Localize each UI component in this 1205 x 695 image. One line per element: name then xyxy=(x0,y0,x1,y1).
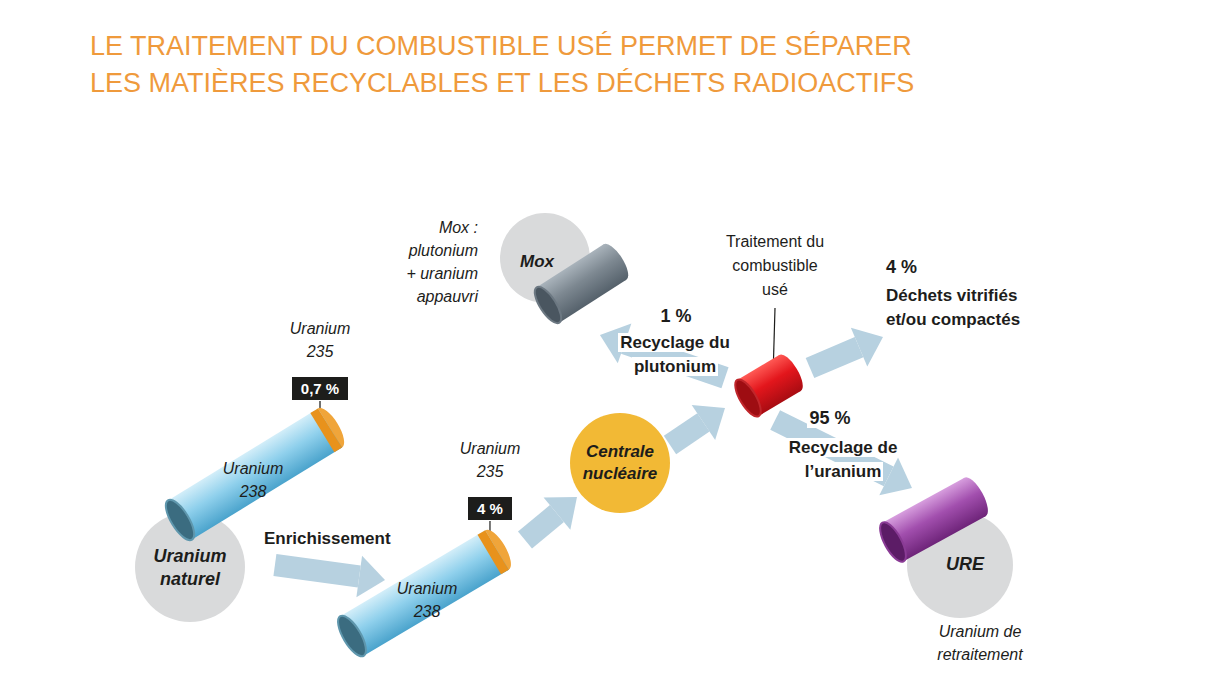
node-text: Mox xyxy=(507,251,567,273)
arrow-head xyxy=(356,556,385,598)
node-text: Uranium 235 xyxy=(285,317,355,363)
cylinder-cap xyxy=(161,496,200,544)
cylinder-band xyxy=(478,530,509,574)
edge-label: Recyclage de l’uranium xyxy=(787,438,900,481)
label-holder: Enrichissement xyxy=(262,527,422,551)
plant-circle: Centrale nucléaire xyxy=(570,413,670,513)
label-holder: 95 % xyxy=(795,406,865,430)
arrow-head xyxy=(851,328,883,367)
label-holder: Mox : plutonium + uranium appauvri xyxy=(402,216,480,308)
cylinder-cap xyxy=(530,283,566,327)
callout-value: 0,7 % xyxy=(292,377,348,400)
node-shape xyxy=(570,413,670,513)
arrow-shaft xyxy=(525,514,557,540)
node-text: Centrale nucléaire xyxy=(575,441,665,485)
cylinder-cap xyxy=(333,612,372,660)
label-holder: Recyclage du plutonium xyxy=(613,331,738,379)
flow-arrow xyxy=(525,497,577,540)
percentage: 1 % xyxy=(658,306,693,326)
flow-arrow xyxy=(810,328,883,368)
flow-arrow xyxy=(275,556,385,598)
node-text: Uranium 238 xyxy=(213,457,293,503)
arrow-head xyxy=(544,497,577,530)
node-text: Traitement du combustible usé xyxy=(723,230,827,302)
arrow-shaft xyxy=(275,565,359,577)
arrow-shaft xyxy=(670,422,703,445)
arrow-head xyxy=(879,458,912,496)
waste-node: 4 % Déchets vitrifiés et/ou compactés xyxy=(883,255,1055,337)
fuel-cylinder xyxy=(161,404,350,544)
flow-arrow xyxy=(670,405,725,445)
edge-label: Enrichissement xyxy=(262,529,393,548)
mox-node: Mox xyxy=(500,213,640,335)
label-holder: Recyclage de l’uranium xyxy=(781,436,906,484)
cylinder-body xyxy=(340,530,508,656)
arrow-head xyxy=(692,405,725,440)
cylinder-cap xyxy=(730,376,765,420)
percentage: 95 % xyxy=(807,408,852,428)
node-text: URE xyxy=(935,553,995,576)
node-text: Uranium 235 xyxy=(455,437,525,483)
node-shape xyxy=(725,355,810,420)
treatment-node: Traitement du combustible usé xyxy=(725,355,810,420)
cylinder-band xyxy=(310,408,342,452)
node-text: Déchets vitrifiés et/ou compactés xyxy=(886,284,1051,332)
edge-label: Recyclage du plutonium xyxy=(618,333,732,376)
arrow-shaft xyxy=(810,347,859,368)
ure-node: URE xyxy=(875,488,1020,620)
cylinder-body xyxy=(168,408,342,539)
node-shape xyxy=(500,213,640,335)
annotation: Uranium de retraitement xyxy=(935,623,1024,663)
cylinder-cap xyxy=(875,519,911,566)
flow-arrow xyxy=(775,420,912,495)
callout-box: Uranium 235 0,7 % xyxy=(285,315,355,401)
node-text: Uranium 238 xyxy=(387,577,467,623)
callout-value: 4 % xyxy=(468,497,512,520)
node-text: 4 % xyxy=(886,255,946,279)
label-holder: 1 % xyxy=(641,304,711,328)
annotation: Mox : plutonium + uranium appauvri xyxy=(404,219,480,305)
label-holder: Uranium de retraitement xyxy=(925,620,1035,666)
ure-cylinder xyxy=(875,474,993,566)
treatment-cylinder xyxy=(730,351,807,420)
yellow-circle xyxy=(570,413,670,513)
diagram-title: LE TRAITEMENT DU COMBUSTIBLE USÉ PERMET … xyxy=(90,28,950,102)
callout-box: Uranium 235 4 % xyxy=(455,435,525,521)
node-text: Uranium naturel xyxy=(140,545,240,591)
